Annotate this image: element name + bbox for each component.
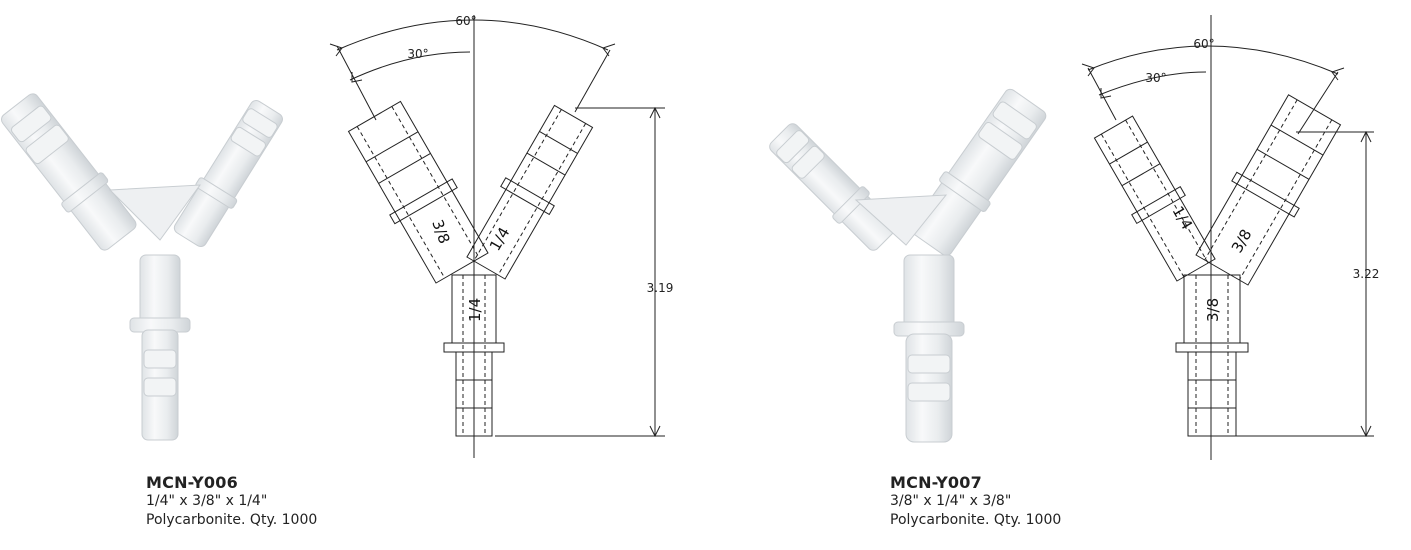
angle-inner-label: 30° [1145,71,1166,85]
left-branch-size: 3/8 [428,217,453,246]
product-material: Polycarbonite. Qty. 1000 [890,512,1062,528]
angle-arc-inner [1098,71,1207,96]
right-branch-size: 1/4 [486,224,514,254]
angle-outer-label: 60° [455,14,476,28]
angle-arc-inner [349,51,471,81]
stem-size: 1/4 [466,298,484,322]
angle-arc-outer [1087,45,1339,75]
technical-drawing: 60° 30° 3.19 3/8 1/4 1/4 [329,14,674,458]
angle-arc-outer [336,19,609,51]
left-branch-size: 1/4 [1169,203,1197,233]
product-size: 3/8" x 1/4" x 3/8" [890,493,1012,509]
right-branch-size: 3/8 [1228,226,1256,256]
angle-outer-label: 60° [1193,37,1214,51]
product-material: Polycarbonite. Qty. 1000 [146,512,318,528]
product-card-mcn-y006: 60° 30° 3.19 3/8 1/4 1/4 MCN-Y006 1/4" x… [0,0,705,550]
product-card-mcn-y007: 60° 30° 3.22 1/4 3/8 3/8 MCN-Y007 3/8" x… [706,0,1411,550]
product-code: MCN-Y006 [146,473,238,492]
technical-drawing: 60° 30° 3.22 1/4 3/8 3/8 [1081,15,1380,460]
product-caption: MCN-Y006 1/4" x 3/8" x 1/4" Polycarbonit… [146,473,317,530]
product-code: MCN-Y007 [890,473,982,492]
product-photo [1,93,283,441]
angle-inner-label: 30° [407,47,428,61]
product-photo [769,88,1047,443]
height-label: 3.19 [647,281,674,295]
stem-size: 3/8 [1204,298,1222,322]
product-size: 1/4" x 3/8" x 1/4" [146,493,268,509]
height-label: 3.22 [1353,267,1380,281]
product-caption: MCN-Y007 3/8" x 1/4" x 3/8" Polycarbonit… [890,473,1061,530]
